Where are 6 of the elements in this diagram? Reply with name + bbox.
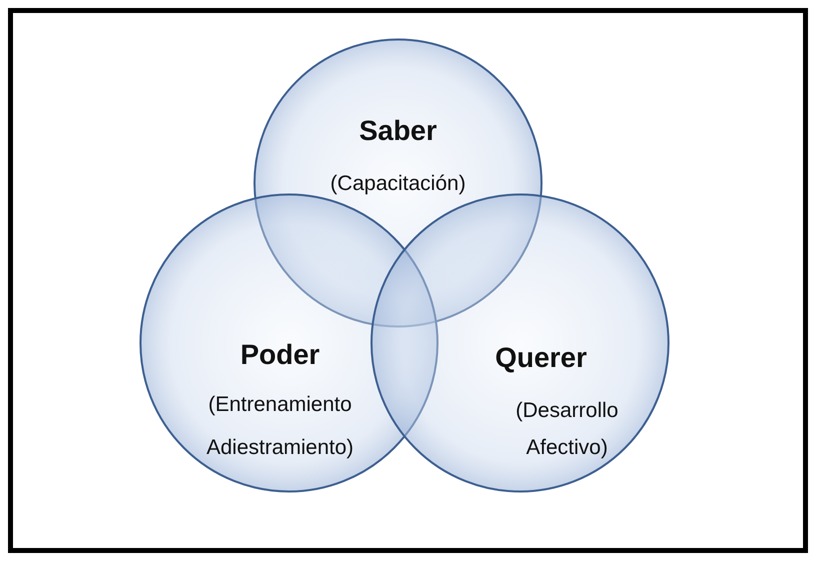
circle-description: (Capacitación) — [329, 171, 467, 197]
circle-title: Poder — [239, 338, 321, 372]
circle-description: (Entrenamiento Adiestramiento) — [205, 392, 355, 461]
circle-title: Saber — [358, 114, 438, 148]
circle-title: Querer — [494, 341, 588, 375]
circle-description: (Desarrollo Afectivo) — [514, 398, 620, 461]
